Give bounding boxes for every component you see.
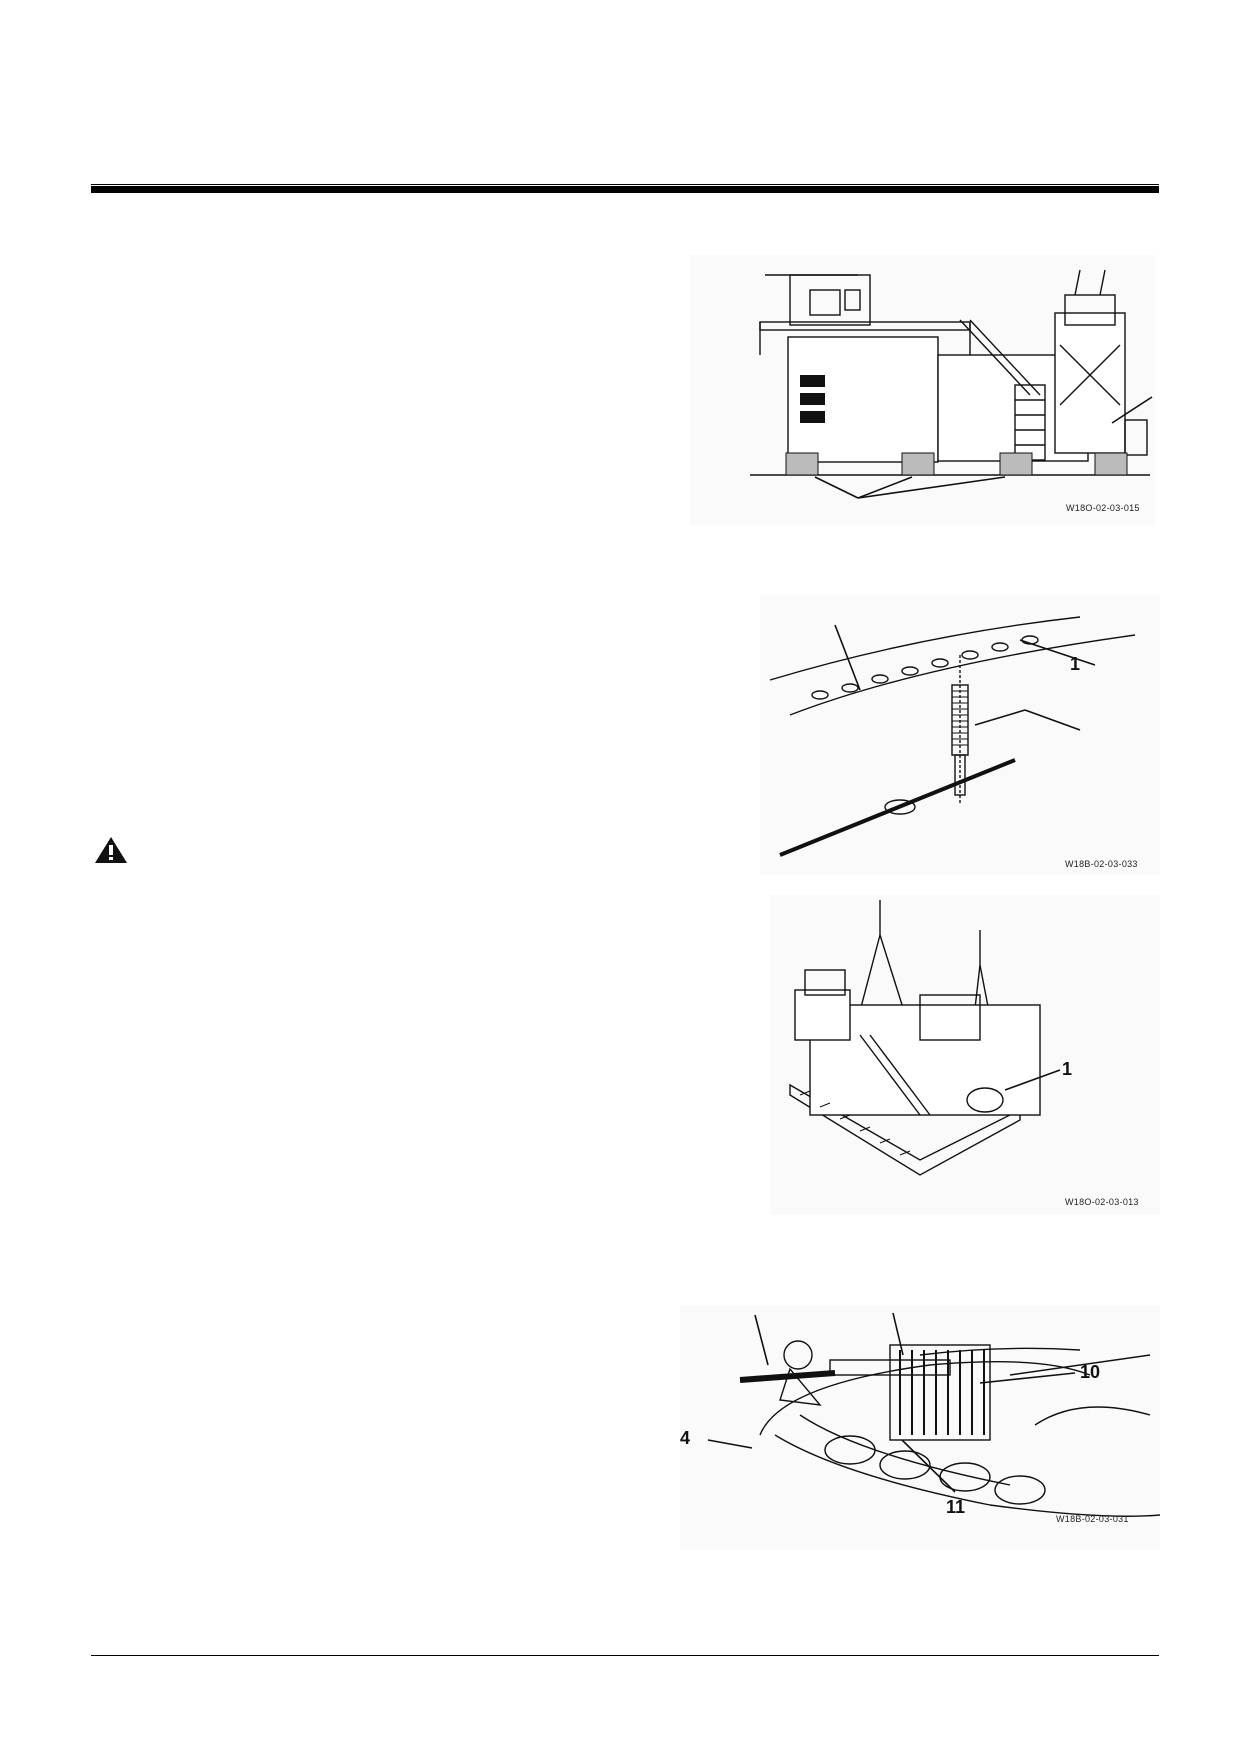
footer-rule	[91, 1655, 1159, 1656]
warning-triangle-icon	[94, 836, 128, 864]
figure-caption: W18B-02-03-033	[1065, 859, 1138, 869]
lifting-excavator-drawing: 1 W18O-02-03-013	[789, 900, 1139, 1207]
figure-caption: W18O-02-03-013	[1065, 1197, 1139, 1207]
header-rule	[91, 186, 1159, 193]
callout-1: 1	[1062, 1059, 1072, 1079]
callout-1: 1	[1070, 654, 1080, 674]
figure-bearing-installation: 10 4 11 W18B-02-03-031	[680, 1305, 1160, 1550]
excavator-upperstructure-drawing: 1 W18O-02-03-015	[750, 269, 1153, 513]
callout-11: 11	[946, 1497, 965, 1517]
figure-lifting-upperstructure: 1 W18O-02-03-013	[770, 895, 1160, 1215]
callout-4: 4	[680, 1428, 690, 1448]
figure-caption: W18O-02-03-015	[1066, 503, 1140, 513]
bearing-bolt-drawing: 1 W18B-02-03-033	[769, 616, 1138, 869]
figure-upperstructure-on-blocks: 1 W18O-02-03-015	[690, 255, 1155, 525]
header-thin-rule	[91, 184, 1159, 185]
figure-caption: W18B-02-03-031	[1056, 1514, 1129, 1524]
bearing-installation-drawing: 10 4 11 W18B-02-03-031	[680, 1312, 1160, 1524]
figure-bearing-bolt: 1 W18B-02-03-033	[760, 595, 1160, 875]
callout-10: 10	[1080, 1362, 1100, 1382]
